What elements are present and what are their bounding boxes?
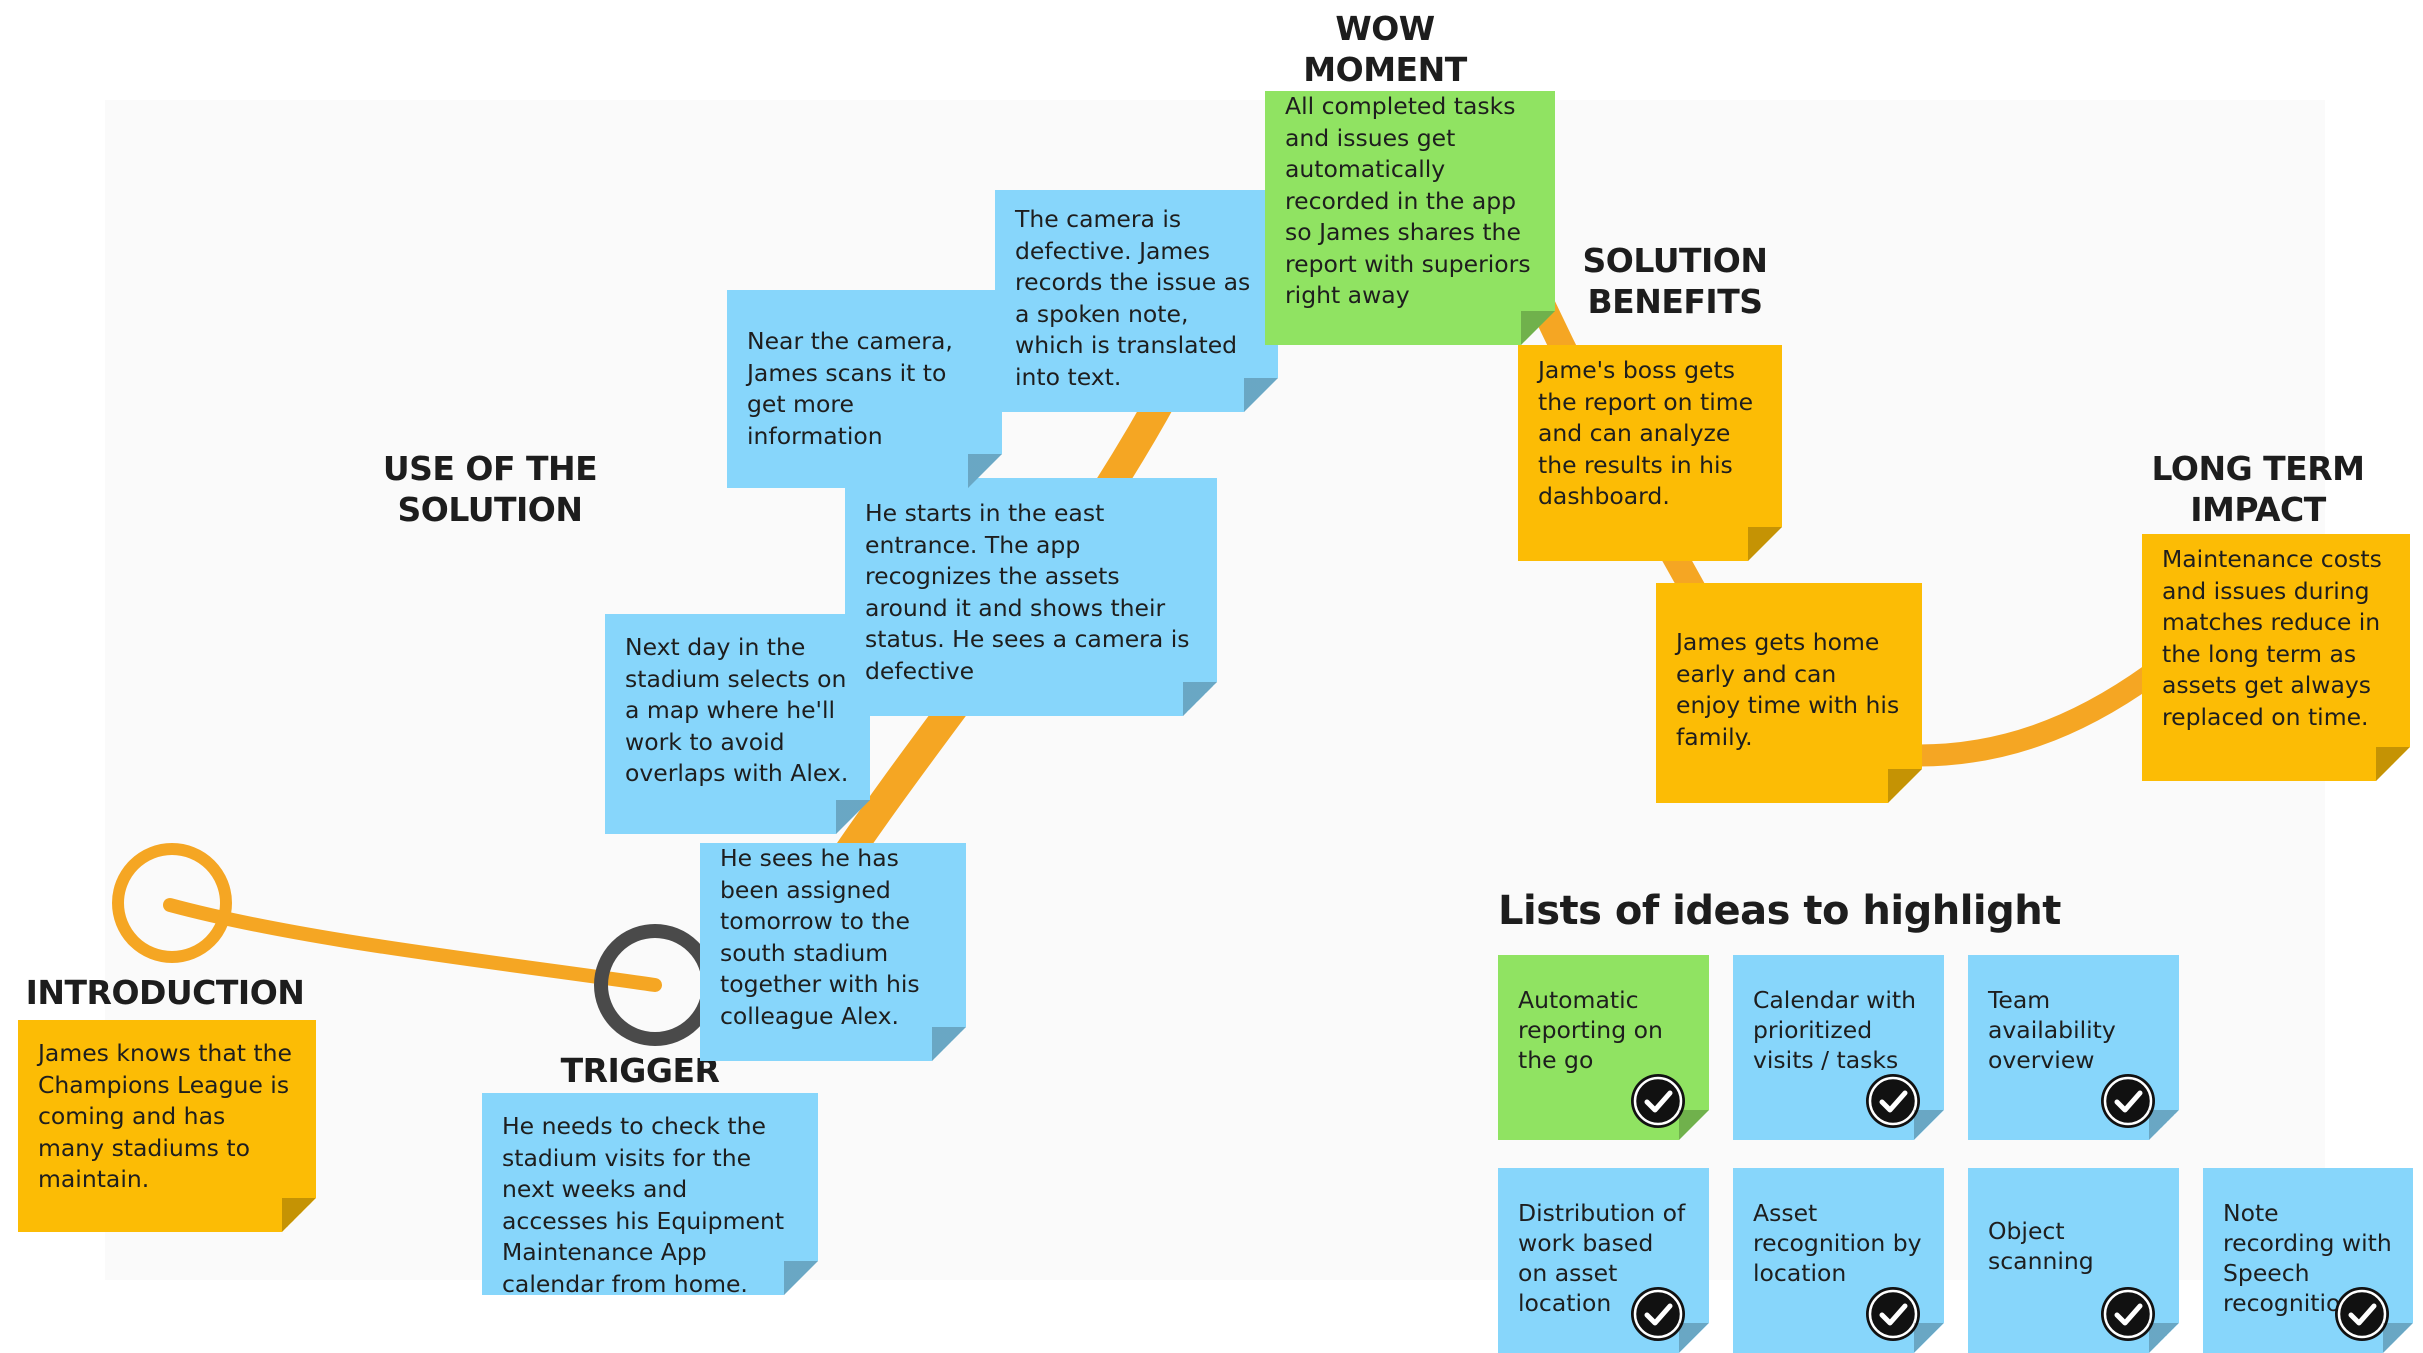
ideas-title: Lists of ideas to highlight [1498,888,2061,934]
note-trigger: He needs to check the stadium visits for… [482,1093,818,1295]
section-title-solution-benefits: SOLUTION BENEFITS [1582,241,1768,321]
journey-path-tail [1889,664,2161,767]
idea-card: Asset recognition by location [1733,1168,1944,1353]
section-title-trigger: TRIGGER [560,1051,720,1090]
start-circle-icon [112,843,232,963]
checkmark-icon [1866,1074,1920,1128]
note-wow: All completed tasks and issues get autom… [1265,91,1555,345]
checkmark-icon [2101,1287,2155,1341]
checkmark-icon [2335,1287,2389,1341]
checkmark-icon [1631,1074,1685,1128]
section-title-long-term-impact: LONG TERM IMPACT [2151,449,2365,529]
checkmark-icon [2101,1074,2155,1128]
idea-card: Object scanning [1968,1168,2179,1353]
note-boss-report: Jame's boss gets the report on time and … [1518,345,1782,561]
idea-card: Team availability overview [1968,955,2179,1140]
checkmark-icon [1866,1287,1920,1341]
idea-card: Automatic reporting on the go [1498,955,1709,1140]
note-long-term: Maintenance costs and issues during matc… [2142,534,2410,781]
note-east-entrance: He starts in the east entrance. The app … [845,478,1217,716]
checkmark-icon [1631,1287,1685,1341]
idea-card: Calendar with prioritized visits / tasks [1733,955,1944,1140]
note-camera-defective: The camera is defective. James records t… [995,190,1278,412]
idea-card: Distribution of work based on asset loca… [1498,1168,1709,1353]
note-introduction: James knows that the Champions League is… [18,1020,316,1232]
idea-card: Note recording with Speech recognition [2203,1168,2413,1353]
section-title-use-of-solution: USE OF THE SOLUTION [382,449,598,529]
note-scan-camera: Near the camera, James scans it to get m… [727,290,1002,488]
note-home-early: James gets home early and can enjoy time… [1656,583,1922,803]
note-next-day: Next day in the stadium selects on a map… [605,614,870,834]
section-title-wow-moment: WOW MOMENT [1303,9,1467,89]
note-assigned: He sees he has been assigned tomorrow to… [700,843,966,1061]
section-title-introduction: INTRODUCTION [25,973,305,1012]
